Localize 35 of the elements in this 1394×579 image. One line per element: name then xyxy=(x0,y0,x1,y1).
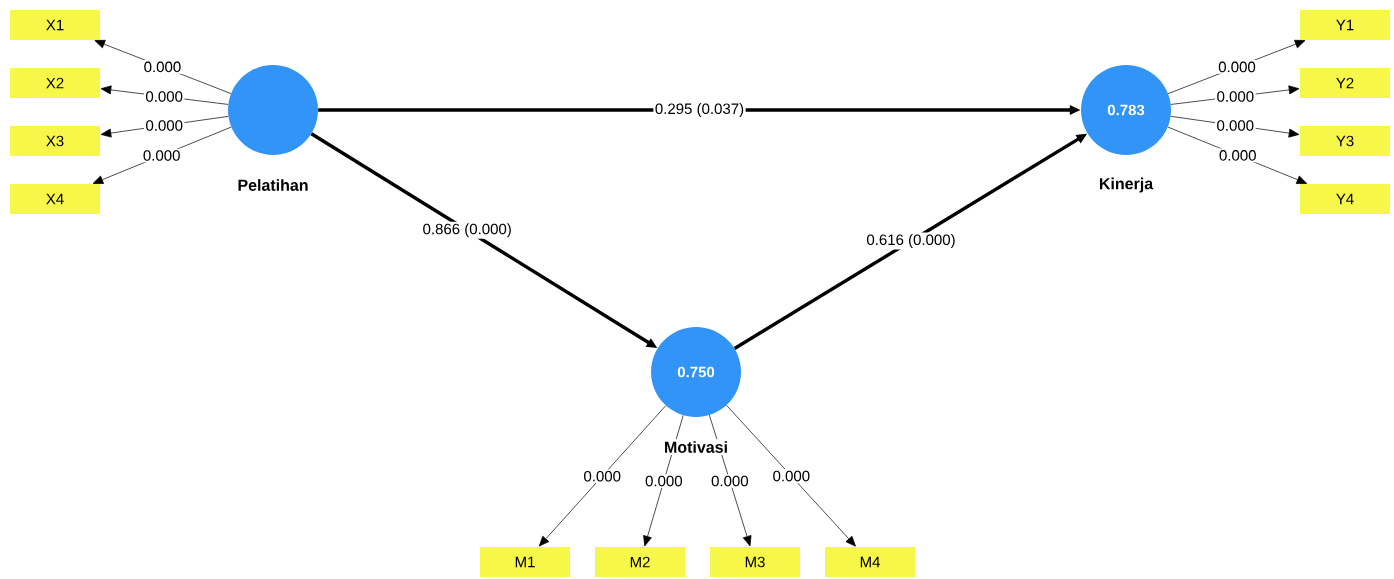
edge-label: 0.000 xyxy=(1215,89,1256,104)
construct-circle xyxy=(228,65,318,155)
indicator-box: Y1 xyxy=(1300,10,1390,40)
indicator-box: Y2 xyxy=(1300,68,1390,98)
arrow xyxy=(538,405,667,547)
edge-label: 0.000 xyxy=(643,474,685,488)
edge-label: 0.000 xyxy=(141,148,182,163)
indicator-box: M4 xyxy=(825,547,915,577)
indicator-box: M3 xyxy=(710,547,800,577)
edge-label: 0.000 xyxy=(143,118,185,133)
edge-label: 0.866 (0.000) xyxy=(421,221,514,239)
edge-label: 0.000 xyxy=(1217,148,1259,163)
indicator-box: X4 xyxy=(10,184,100,214)
edge-label: 0.000 xyxy=(1216,60,1258,74)
indicator-box: Y4 xyxy=(1300,184,1390,214)
construct-label: Kinerja xyxy=(1096,175,1156,195)
construct-label: Motivasi xyxy=(662,439,730,455)
edge-label: 0.000 xyxy=(143,89,185,104)
edge-label: 0.000 xyxy=(581,469,623,483)
edge-label: 0.295 (0.037) xyxy=(653,101,746,119)
indicator-box: X2 xyxy=(10,68,100,98)
edge-label: 0.000 xyxy=(709,474,751,488)
construct-label: Pelatihan xyxy=(235,177,311,193)
indicator-box: M2 xyxy=(595,547,685,577)
arrow xyxy=(643,415,684,547)
edge-label: 0.000 xyxy=(142,60,183,74)
arrow xyxy=(726,404,856,547)
indicator-box: X1 xyxy=(10,10,100,40)
edge-label: 0.616 (0.000) xyxy=(864,232,958,250)
edge-label: 0.000 xyxy=(1215,118,1256,133)
indicator-box: M1 xyxy=(480,547,570,577)
indicator-box: X3 xyxy=(10,126,100,156)
indicator-box: Y3 xyxy=(1300,126,1390,156)
edge-label: 0.000 xyxy=(771,469,812,483)
arrow xyxy=(709,414,752,547)
